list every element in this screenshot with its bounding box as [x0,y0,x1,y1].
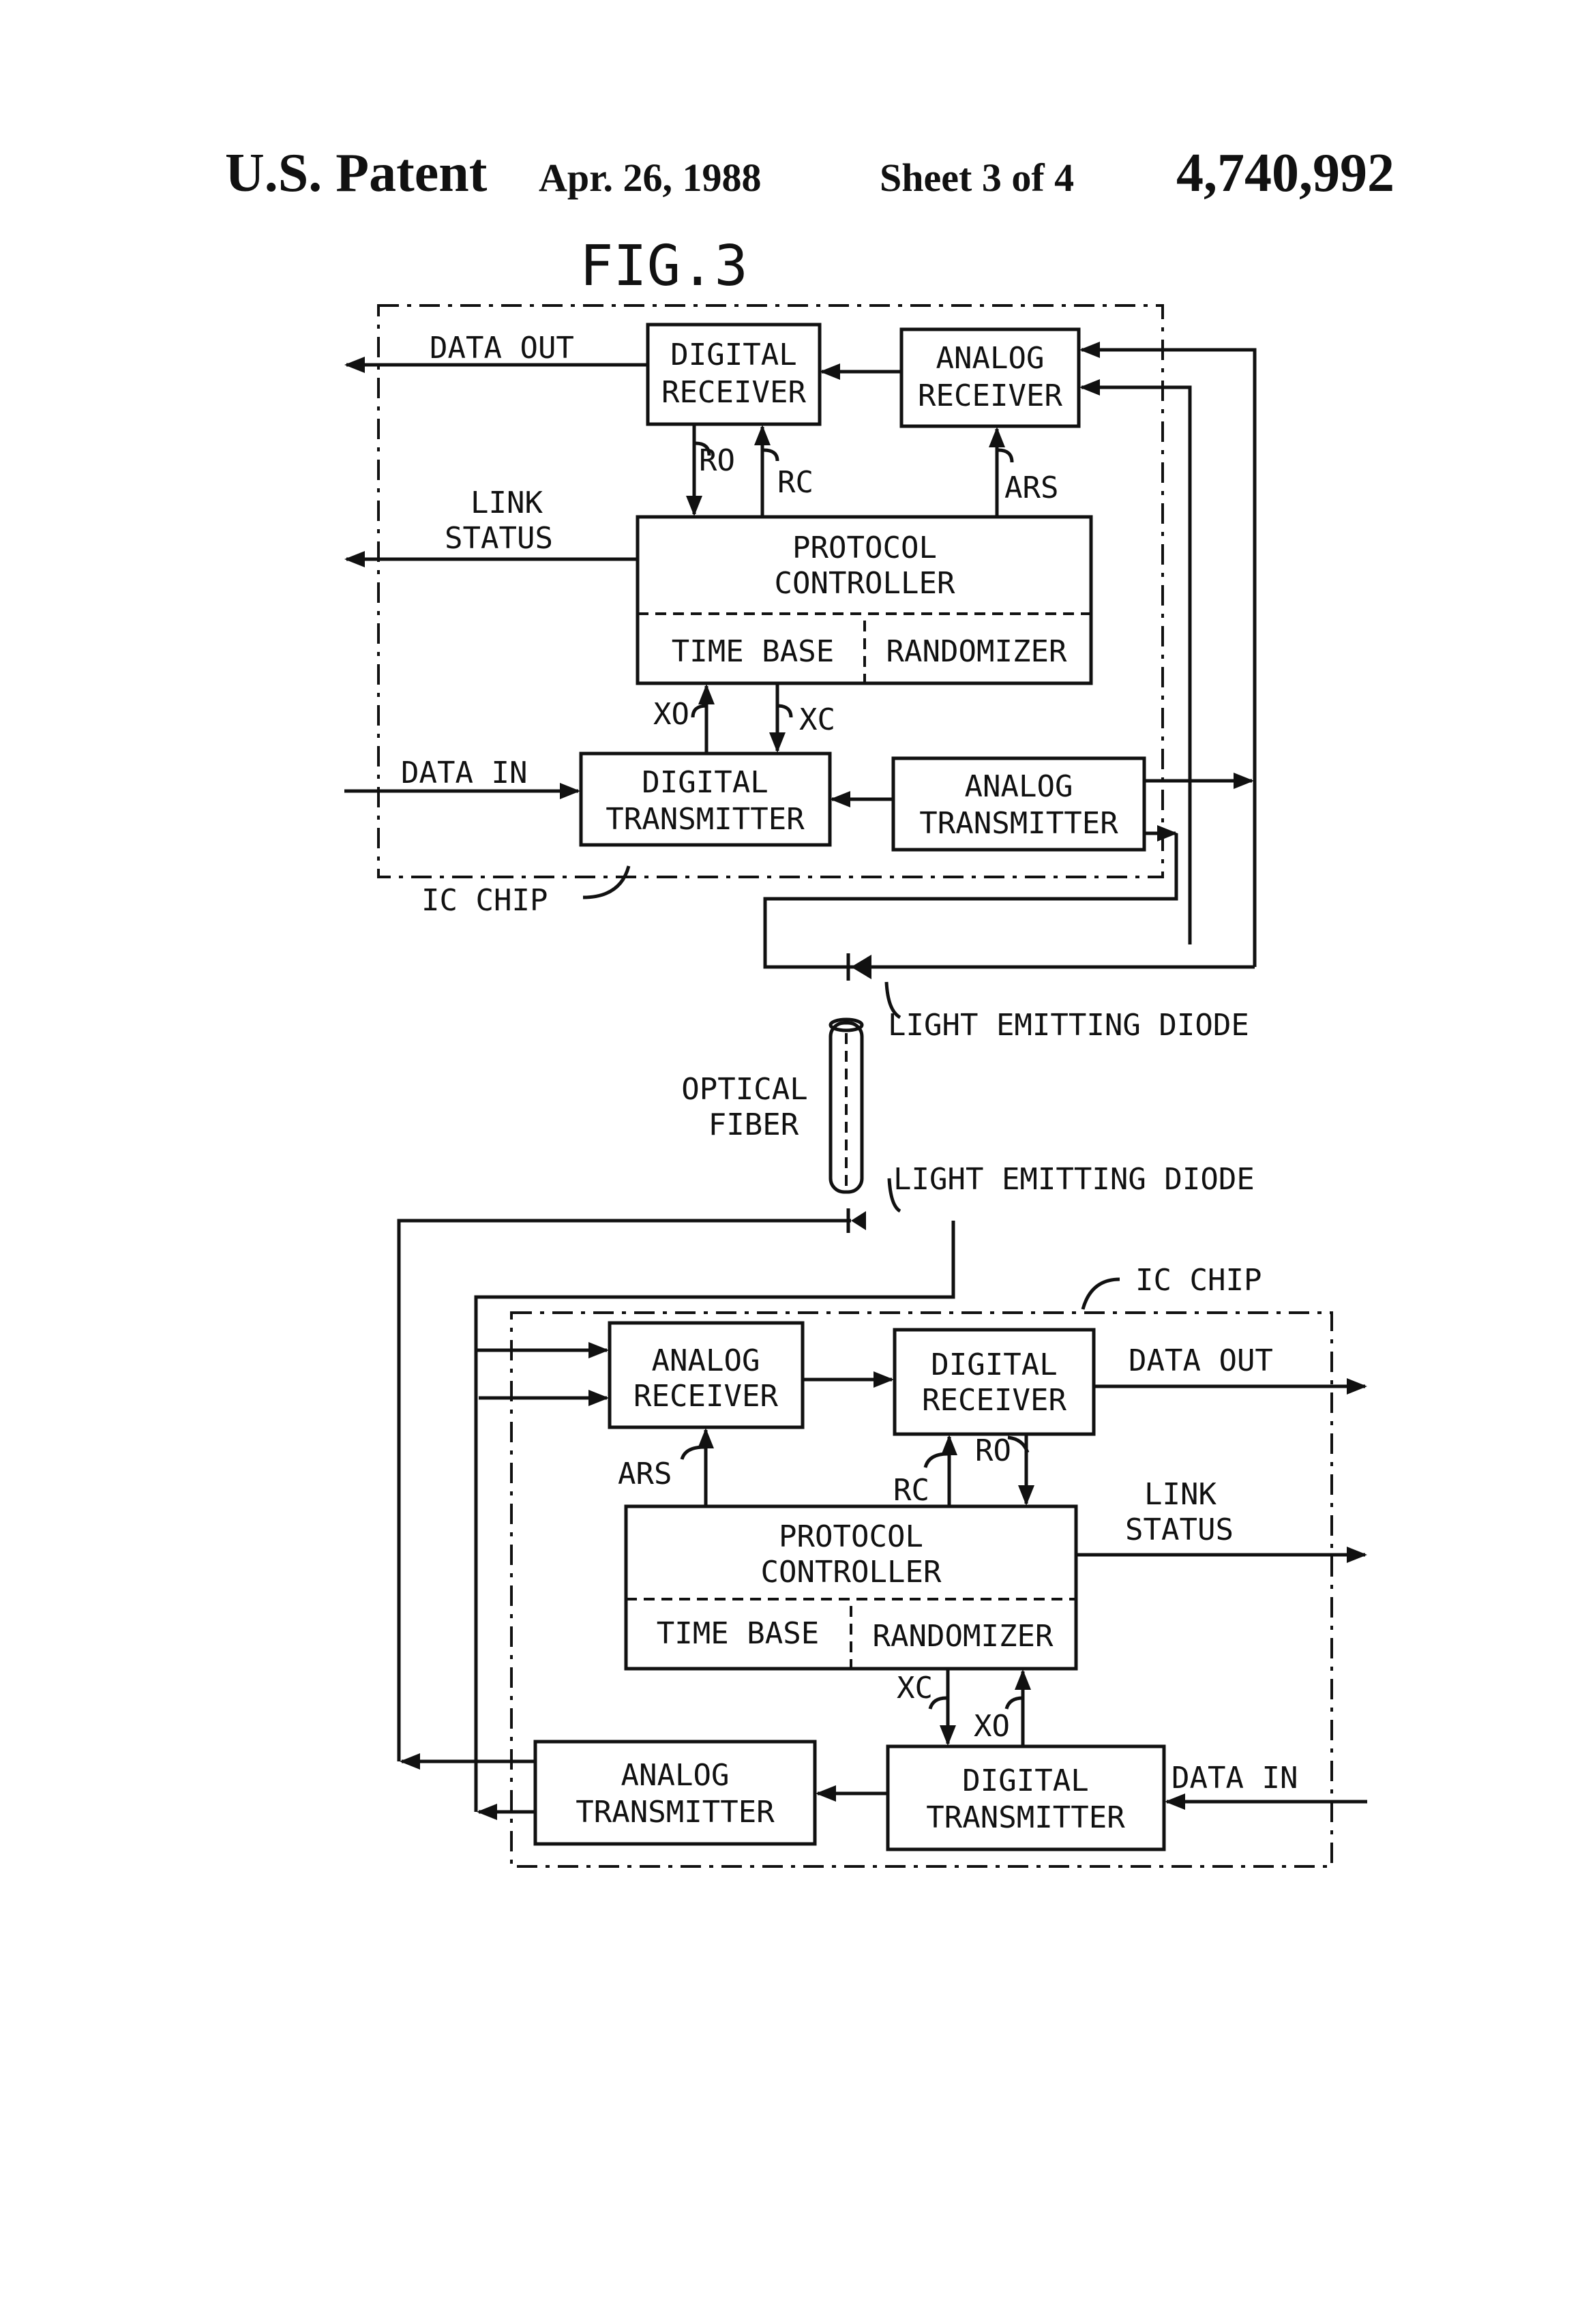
top-output-wire [765,833,1255,967]
svg-text:RECEIVER: RECEIVER [633,1379,778,1414]
bottom-ro-label: RO [975,1433,1011,1468]
bottom-analog-receiver: ANALOG RECEIVER [610,1323,803,1427]
top-data-in-label: DATA IN [401,756,527,790]
top-digital-receiver: DIGITAL RECEIVER [648,325,820,424]
optical-fiber-label-1: OPTICAL [681,1072,807,1107]
top-analog-receiver: ANALOG RECEIVER [901,329,1079,426]
bottom-led-label: LIGHT EMITTING DIODE [893,1162,1255,1197]
top-led [848,953,871,981]
top-input-wire-inner [1081,387,1190,944]
bottom-data-out-label: DATA OUT [1129,1343,1273,1378]
top-led-label: LIGHT EMITTING DIODE [888,1008,1249,1043]
svg-text:ANALOG: ANALOG [652,1343,760,1378]
bottom-xo-label: XO [974,1709,1010,1744]
top-rc-label: RC [777,465,814,500]
top-analog-transmitter: ANALOG TRANSMITTER [893,758,1144,850]
bottom-time-base: TIME BASE [657,1616,819,1651]
svg-text:TRANSMITTER: TRANSMITTER [919,806,1118,841]
bottom-xc-label: XC [897,1671,933,1705]
bottom-link-status-label-2: STATUS [1125,1513,1234,1547]
top-ars-label: ARS [1004,471,1058,505]
top-data-out-label: DATA OUT [430,331,574,366]
top-time-base: TIME BASE [672,634,834,669]
header-patent: U.S. Patent [225,143,488,203]
svg-text:TRANSMITTER: TRANSMITTER [606,802,805,837]
bottom-protocol-controller: PROTOCOL CONTROLLER TIME BASE RANDOMIZER [626,1506,1076,1669]
bottom-ars-label: ARS [618,1457,672,1491]
svg-text:DIGITAL: DIGITAL [931,1347,1057,1382]
header-date: Apr. 26, 1988 [539,155,762,200]
svg-text:RECEIVER: RECEIVER [918,378,1062,413]
svg-text:CONTROLLER: CONTROLLER [775,566,955,601]
svg-text:PROTOCOL: PROTOCOL [779,1519,923,1554]
header-patent-number: 4,740,992 [1176,143,1394,203]
top-link-status-label-1: LINK [471,486,543,520]
svg-text:TRANSMITTER: TRANSMITTER [576,1795,775,1830]
svg-text:ANALOG: ANALOG [965,769,1073,804]
svg-text:RECEIVER: RECEIVER [922,1383,1066,1418]
svg-text:DIGITAL: DIGITAL [962,1763,1088,1798]
top-xc-label: XC [799,702,835,737]
top-digital-transmitter: DIGITAL TRANSMITTER [581,754,830,845]
bottom-randomizer: RANDOMIZER [873,1619,1054,1654]
top-randomizer: RANDOMIZER [886,634,1067,669]
top-protocol-controller: PROTOCOL CONTROLLER TIME BASE RANDOMIZER [638,517,1091,683]
top-xo-label: XO [653,697,689,732]
bottom-analog-transmitter: ANALOG TRANSMITTER [535,1742,815,1844]
top-link-status-label-2: STATUS [445,521,553,556]
bottom-digital-receiver: DIGITAL RECEIVER [895,1330,1094,1434]
top-ro-label: RO [699,443,735,478]
bottom-link-status-label-1: LINK [1144,1477,1217,1512]
bottom-ic-chip-label: IC CHIP [1135,1263,1262,1298]
top-input-wire-outer [1081,350,1255,967]
header-sheet: Sheet 3 of 4 [880,155,1074,200]
svg-text:TRANSMITTER: TRANSMITTER [926,1800,1125,1835]
svg-text:DIGITAL: DIGITAL [642,765,768,800]
svg-text:RECEIVER: RECEIVER [661,375,806,410]
figure-title: FIG.3 [580,234,748,299]
bottom-input-wire-outer [476,1221,953,1350]
bottom-rc-label: RC [893,1473,929,1508]
svg-text:DIGITAL: DIGITAL [670,338,796,372]
svg-text:ANALOG: ANALOG [621,1758,730,1793]
svg-text:ANALOG: ANALOG [936,341,1045,376]
bottom-data-in-label: DATA IN [1171,1761,1298,1796]
optical-fiber [831,1019,862,1192]
optical-fiber-label-2: FIBER [708,1107,799,1142]
top-ic-chip-label: IC CHIP [421,883,548,918]
svg-text:PROTOCOL: PROTOCOL [792,531,937,565]
bottom-digital-transmitter: DIGITAL TRANSMITTER [888,1746,1164,1849]
svg-text:CONTROLLER: CONTROLLER [761,1555,942,1590]
